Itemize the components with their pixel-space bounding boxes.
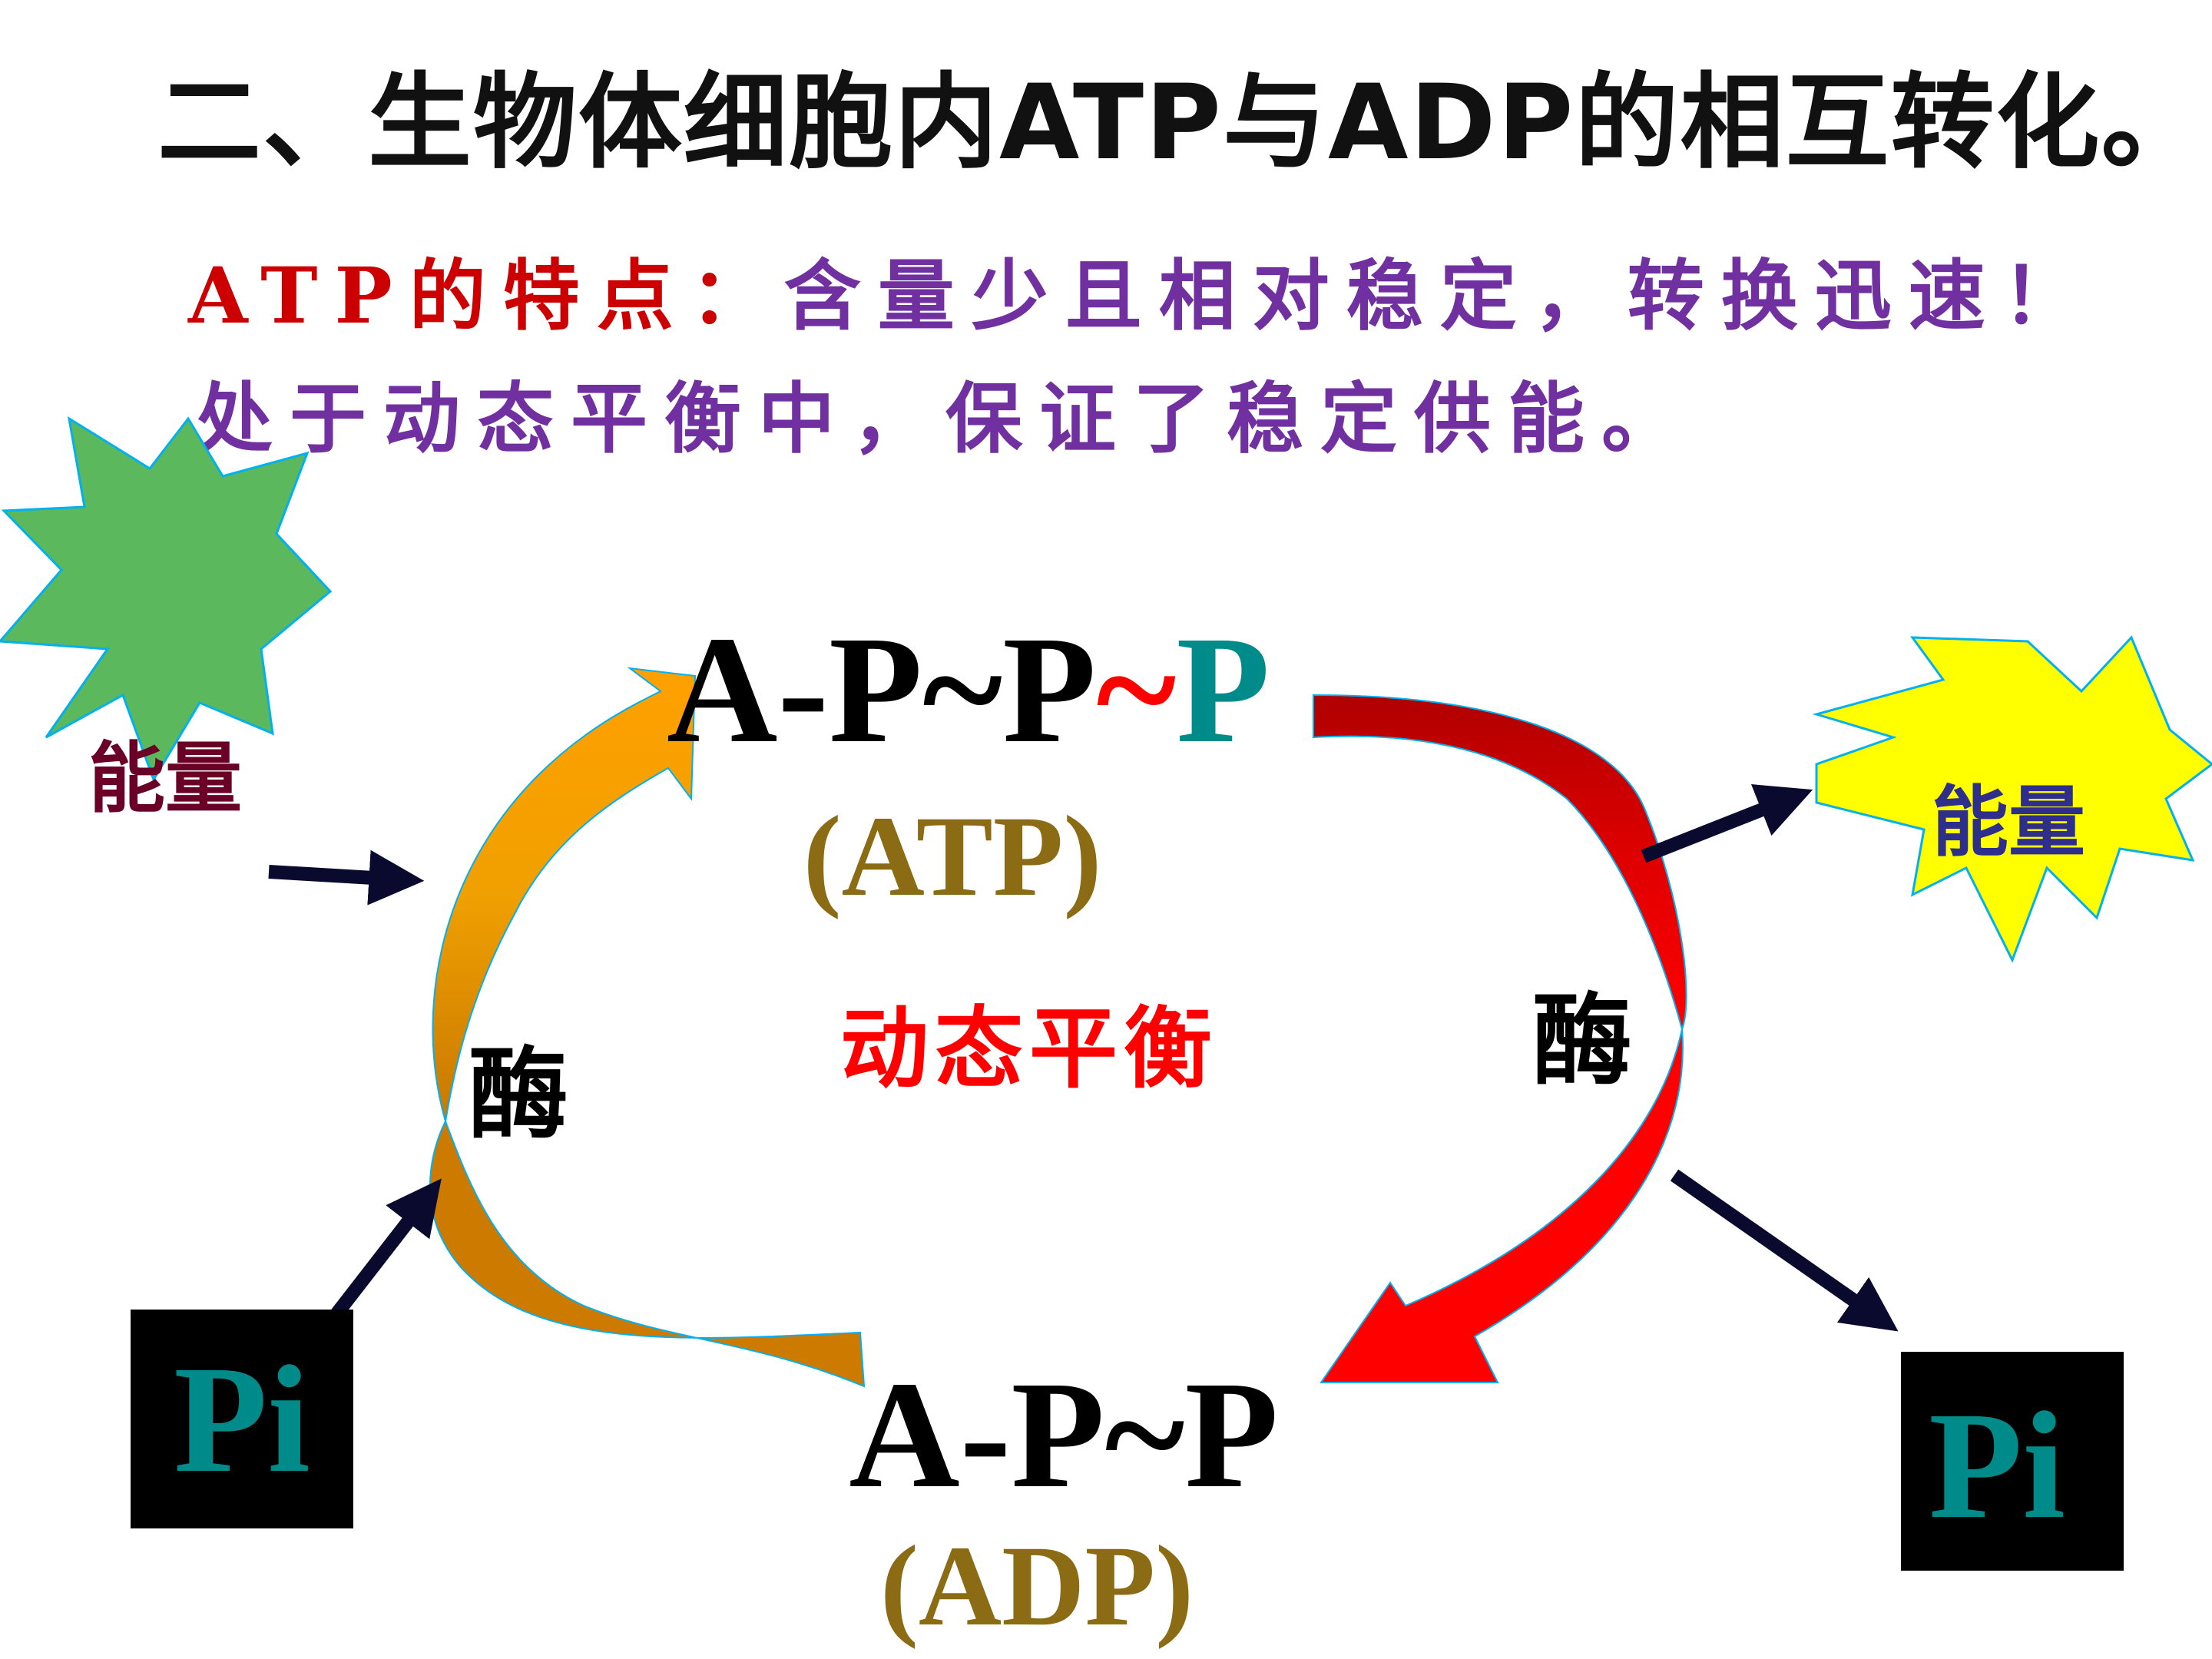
synthesis-arc-lower — [429, 1119, 866, 1388]
page-title: 二、生物体细胞内ATP与ADP的相互转化。 — [157, 62, 2207, 183]
pi-output-box — [1901, 1352, 2124, 1571]
features-text-2: 处于动态平衡中，保证了稳定供能。 — [196, 373, 1695, 464]
atp-name: (ATP) — [803, 793, 1102, 920]
energy-input-arrow — [268, 849, 425, 906]
pi-input-box — [131, 1310, 353, 1528]
adp-name: (ADP) — [880, 1522, 1194, 1650]
hydrolysis-arrow-to-adp — [1320, 1028, 1684, 1383]
atp-formula-base: A-P~P — [667, 605, 1096, 775]
pi-out-label: Pi — [1929, 1381, 2065, 1551]
adp-formula: A-P~P — [849, 1350, 1278, 1520]
energy-in-label: 能量 — [88, 733, 242, 823]
energy-output-burst — [1812, 635, 2212, 963]
features-label: ATP的特点： — [188, 250, 784, 341]
atp-formula-bond: ~ — [1096, 605, 1176, 775]
atp-features-line: ATP的特点：含量少且相对稳定，转换迅速！ — [188, 238, 2096, 353]
energy-output-arrow — [1641, 784, 1813, 863]
pi-output-arrow — [1670, 1169, 1899, 1332]
synthesis-arrow-to-atp — [432, 667, 697, 1122]
hydrolysis-arc-upper — [1313, 694, 1687, 1032]
dynamic-balance-label: 动态平衡 — [840, 998, 1218, 1101]
energy-input-burst — [0, 416, 333, 783]
enzyme-left-label: 酶 — [469, 1036, 568, 1153]
atp-formula: A-P~P~P — [667, 605, 1270, 775]
energy-out-label: 能量 — [1932, 777, 2085, 867]
features-text-1: 含量少且相对稳定，转换迅速！ — [783, 250, 2096, 341]
atp-formula-last: P — [1176, 605, 1270, 775]
enzyme-right-label: 酶 — [1532, 982, 1632, 1099]
pi-in-label: Pi — [174, 1335, 310, 1505]
